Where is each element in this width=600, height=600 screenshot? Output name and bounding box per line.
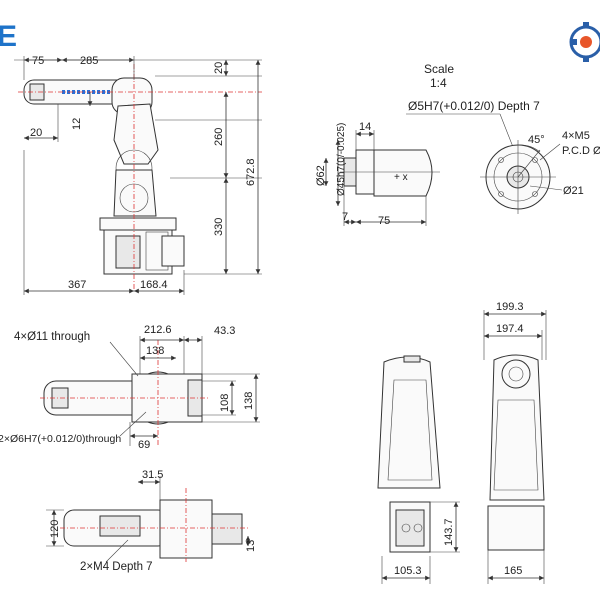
scale-label: Scale xyxy=(424,62,454,76)
through-hole-label: 4×Ø11 through xyxy=(14,331,90,343)
rear-view: 199.3 197.4 165 xyxy=(483,301,547,584)
top-dim-138-v: 138 xyxy=(243,392,255,410)
scale-value: 1:4 xyxy=(430,76,447,90)
bottom-dim-31-5: 31.5 xyxy=(142,469,163,481)
hole-spec: Ø5H7(+0.012/0) Depth 7 xyxy=(408,99,540,113)
svg-text:+ x: + x xyxy=(394,172,408,183)
top-dim-69: 69 xyxy=(138,439,150,451)
flange-thread: 4×M5 xyxy=(562,130,590,142)
top-dim-108: 108 xyxy=(219,394,231,412)
rear-dim-165: 165 xyxy=(504,565,522,577)
dim-20-left: 20 xyxy=(30,127,42,139)
dim-12: 12 xyxy=(71,118,83,130)
flange-dim-7: 7 xyxy=(342,211,348,223)
rear-dim-197-4: 197.4 xyxy=(496,323,524,335)
brand-logo-letter: E xyxy=(0,20,17,53)
front-dim-143-7: 143.7 xyxy=(443,518,455,546)
dim-367: 367 xyxy=(68,279,86,291)
front-view: 143.7 105.3 xyxy=(377,355,460,584)
top-dim-212-6: 212.6 xyxy=(144,324,172,336)
dim-330: 330 xyxy=(213,218,225,236)
rear-dim-199-3: 199.3 xyxy=(496,301,524,313)
flange-pcd: P.C.D Ø xyxy=(562,145,600,157)
bottom-dim-120: 120 xyxy=(49,520,61,538)
flange-dim-62: Ø62 xyxy=(315,165,327,186)
flange-dim-21: Ø21 xyxy=(563,185,584,197)
bottom-view: 31.5 120 13 2×M4 Depth 7 xyxy=(46,469,257,573)
flange-dim-75: 75 xyxy=(378,215,390,227)
gear-logo-icon xyxy=(569,22,600,62)
side-view: 75 285 20 12 20 260 330 672.8 367 168.4 xyxy=(14,55,262,295)
pin-hole-label: 2×Ø6H7(+0.012/0)through xyxy=(0,433,121,445)
shaft-spec: Ø45h7(0/-0.025) xyxy=(336,123,347,196)
top-view: 4×Ø11 through 2×Ø6H7(+0.012/0)through 21… xyxy=(0,324,260,451)
dim-75: 75 xyxy=(32,55,44,67)
dim-20-top: 20 xyxy=(213,62,225,74)
dim-168-4: 168.4 xyxy=(140,279,168,291)
dim-672-8: 672.8 xyxy=(245,158,257,186)
flange-angle: 45° xyxy=(528,134,545,146)
top-dim-138-h: 138 xyxy=(146,345,164,357)
bottom-dim-13: 13 xyxy=(245,540,257,552)
brand-logo: E xyxy=(0,20,17,53)
top-dim-43-3: 43.3 xyxy=(214,325,235,337)
dim-285: 285 xyxy=(80,55,98,67)
front-dim-105-3: 105.3 xyxy=(394,565,422,577)
flange-detail: Scale 1:4 Ø5H7(+0.012/0) Depth 7 + x 14 … xyxy=(315,62,600,227)
thread-label: 2×M4 Depth 7 xyxy=(80,561,153,573)
flange-dim-14: 14 xyxy=(359,121,371,133)
dim-260: 260 xyxy=(213,128,225,146)
